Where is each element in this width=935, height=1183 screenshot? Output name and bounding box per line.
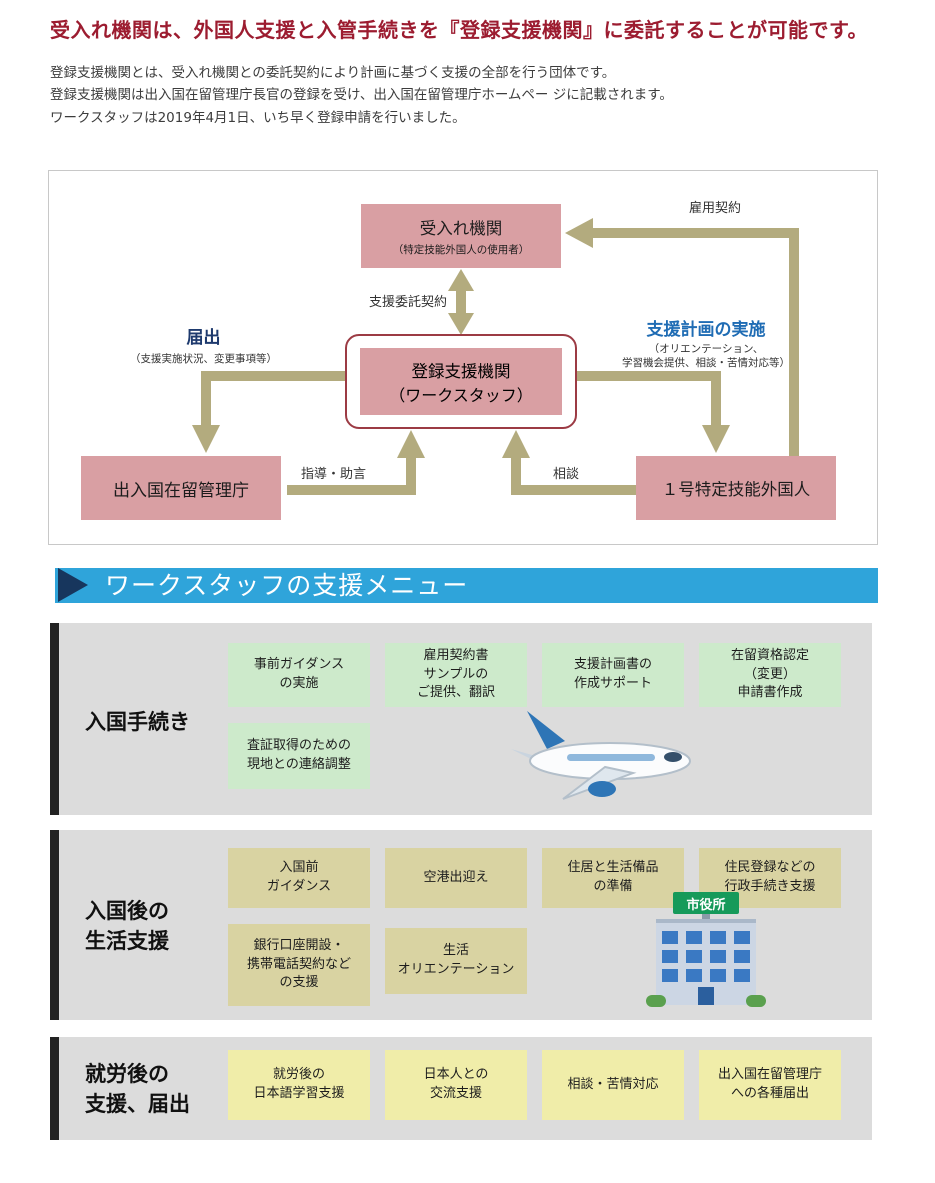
intro-paragraph: 登録支援機関とは、受入れ機関との委託契約により計画に基づく支援の全部を行う団体で… (50, 62, 880, 129)
support-organization-box: 登録支援機関 （ワークスタッフ） (360, 348, 562, 415)
menu-card: 雇用契約書 サンプルの ご提供、翻訳 (385, 643, 527, 707)
menu-card: 空港出迎え (385, 848, 527, 908)
menu-card: 出入国在留管理庁 への各種届出 (699, 1050, 841, 1120)
section-post-employment: 就労後の 支援、届出 就労後の 日本語学習支援 日本人との 交流支援 相談・苦情… (50, 1037, 872, 1140)
menu-card: 入国前 ガイダンス (228, 848, 370, 908)
city-hall-building (646, 919, 766, 1007)
support-menu-title: ワークスタッフの支援メニュー (105, 571, 469, 600)
support-plan-label: 支援計画の実施 (646, 320, 766, 340)
notification-label: 届出 (186, 328, 221, 348)
intro-line-2: 登録支援機関は出入国在留管理庁長官の登録を受け、出入国在留管理庁ホームペー ジに… (50, 87, 673, 104)
support-organization-subtitle: （ワークスタッフ） (389, 385, 533, 405)
consultation-label: 相談 (552, 467, 579, 482)
accepting-organization-title: 受入れ機関 (419, 219, 503, 238)
section-life-support-label: 入国後の 生活支援 (85, 899, 169, 954)
menu-card: 日本人との 交流支援 (385, 1050, 527, 1120)
airplane-icon (511, 711, 691, 800)
menu-card: 住居と生活備品 の準備 (542, 848, 684, 908)
support-scheme-diagram: 受入れ機関 （特定技能外国人の使用者） 登録支援機関 （ワークスタッフ） 出入国… (48, 170, 878, 545)
menu-card: 在留資格認定 （変更） 申請書作成 (699, 643, 841, 707)
section-post-employment-label: 就労後の 支援、届出 (85, 1062, 190, 1117)
support-organization-outline: 登録支援機関 （ワークスタッフ） (345, 334, 577, 429)
menu-card: 事前ガイダンス の実施 (228, 643, 370, 707)
skilled-worker-box: １号特定技能外国人 (636, 456, 836, 520)
menu-card: 就労後の 日本語学習支援 (228, 1050, 370, 1120)
notification-label-block: 届出 （支援実施状況、変更事項等） (96, 323, 311, 366)
section-entry-procedures-label: 入国手続き (85, 710, 190, 734)
accepting-organization-subtitle: （特定技能外国人の使用者） (392, 244, 530, 256)
menu-card: 査証取得のための 現地との連絡調整 (228, 723, 370, 789)
bush-icon (746, 995, 766, 1007)
city-hall-icon: 市役所 (646, 892, 766, 1012)
support-organization-title: 登録支援機関 (411, 361, 511, 381)
intro-line-1: 登録支援機関とは、受入れ機関との委託契約により計画に基づく支援の全部を行う団体で… (50, 65, 616, 81)
bush-icon (646, 995, 666, 1007)
accepting-organization-box: 受入れ機関 （特定技能外国人の使用者） (361, 204, 561, 268)
support-plan-label-block: 支援計画の実施 （オリエンテーション、 学習機会提供、相談・苦情対応等） (587, 315, 825, 370)
city-hall-sign: 市役所 (673, 892, 739, 914)
city-hall-windows (656, 923, 756, 982)
notification-detail: （支援実施状況、変更事項等） (130, 353, 277, 365)
guidance-label: 指導・助言 (301, 467, 367, 482)
city-hall-sign-pole (702, 914, 710, 919)
immigration-bureau-title: 出入国在留管理庁 (113, 480, 249, 501)
employment-contract-label: 雇用契約 (689, 201, 742, 216)
support-plan-arrow-icon (577, 371, 730, 453)
delegation-contract-arrow-icon (448, 269, 474, 335)
skilled-worker-title: １号特定技能外国人 (661, 480, 811, 499)
section-entry-procedures: 入国手続き 事前ガイダンス の実施 雇用契約書 サンプルの ご提供、翻訳 支援計… (50, 623, 872, 815)
delegation-contract-label: 支援委託契約 (368, 295, 447, 310)
city-hall-door (698, 987, 714, 1005)
menu-card: 銀行口座開設・ 携帯電話契約など の支援 (228, 924, 370, 1006)
intro-line-3: ワークスタッフは2019年4月1日、いち早く登録申請を行いました。 (50, 109, 466, 126)
page-headline: 受入れ機関は、外国人支援と入管手続きを『登録支援機関』に委託することが可能です。 (50, 18, 868, 42)
menu-card: 相談・苦情対応 (542, 1050, 684, 1120)
support-plan-detail: （オリエンテーション、 学習機会提供、相談・苦情対応等） (622, 343, 790, 370)
notification-arrow-icon (192, 371, 345, 453)
section-life-support: 入国後の 生活支援 入国前 ガイダンス 空港出迎え 住居と生活備品 の準備 住民… (50, 830, 872, 1020)
immigration-bureau-box: 出入国在留管理庁 (81, 456, 281, 520)
banner-arrow-icon (58, 568, 88, 602)
menu-card: 支援計画書の 作成サポート (542, 643, 684, 707)
menu-card: 生活 オリエンテーション (385, 928, 527, 994)
support-menu-banner: ワークスタッフの支援メニュー (55, 568, 878, 603)
